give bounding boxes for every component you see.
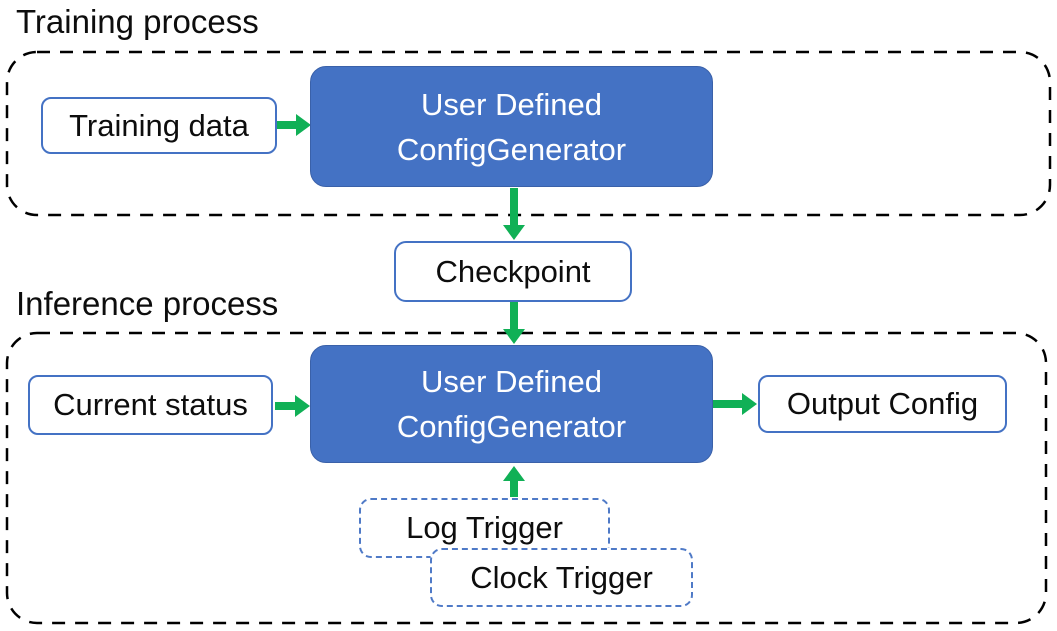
arrow-training-data-to-generator (277, 114, 311, 136)
arrow-generator-to-output-config (713, 393, 757, 415)
training-process-label: Training process (16, 3, 259, 40)
output-config-node: Output Config (758, 375, 1007, 433)
config-generator-training-node: User Defined ConfigGenerator (310, 66, 713, 187)
training-process-boundary (5, 50, 1052, 217)
checkpoint-label: Checkpoint (435, 253, 591, 289)
output-config-label: Output Config (786, 386, 979, 421)
config-generator-training-line2: ConfigGenerator (396, 131, 627, 167)
checkpoint-node: Checkpoint (394, 241, 632, 302)
current-status-label: Current status (53, 387, 248, 422)
training-data-label: Training data (69, 107, 249, 143)
config-generator-inference-line1: User Defined (421, 364, 602, 399)
training-data-node: Training data (41, 97, 277, 154)
clock-trigger-label: Clock Trigger (470, 559, 653, 595)
inference-process-boundary (5, 331, 1048, 625)
arrow-log-trigger-to-generator (503, 466, 525, 497)
arrow-generator-to-checkpoint (503, 188, 525, 240)
log-trigger-label: Log Trigger (406, 510, 563, 545)
config-generator-inference-line2: ConfigGenerator (396, 409, 627, 444)
clock-trigger-node: Clock Trigger (430, 548, 693, 607)
arrow-current-status-to-generator (275, 395, 310, 417)
log-trigger-node: Log Trigger (359, 498, 610, 558)
inference-process-label: Inference process (16, 285, 279, 322)
arrow-checkpoint-to-generator (503, 301, 525, 344)
current-status-node: Current status (28, 375, 273, 435)
config-generator-training-line1: User Defined (421, 86, 602, 122)
config-generator-inference-node: User Defined ConfigGenerator (310, 345, 713, 463)
